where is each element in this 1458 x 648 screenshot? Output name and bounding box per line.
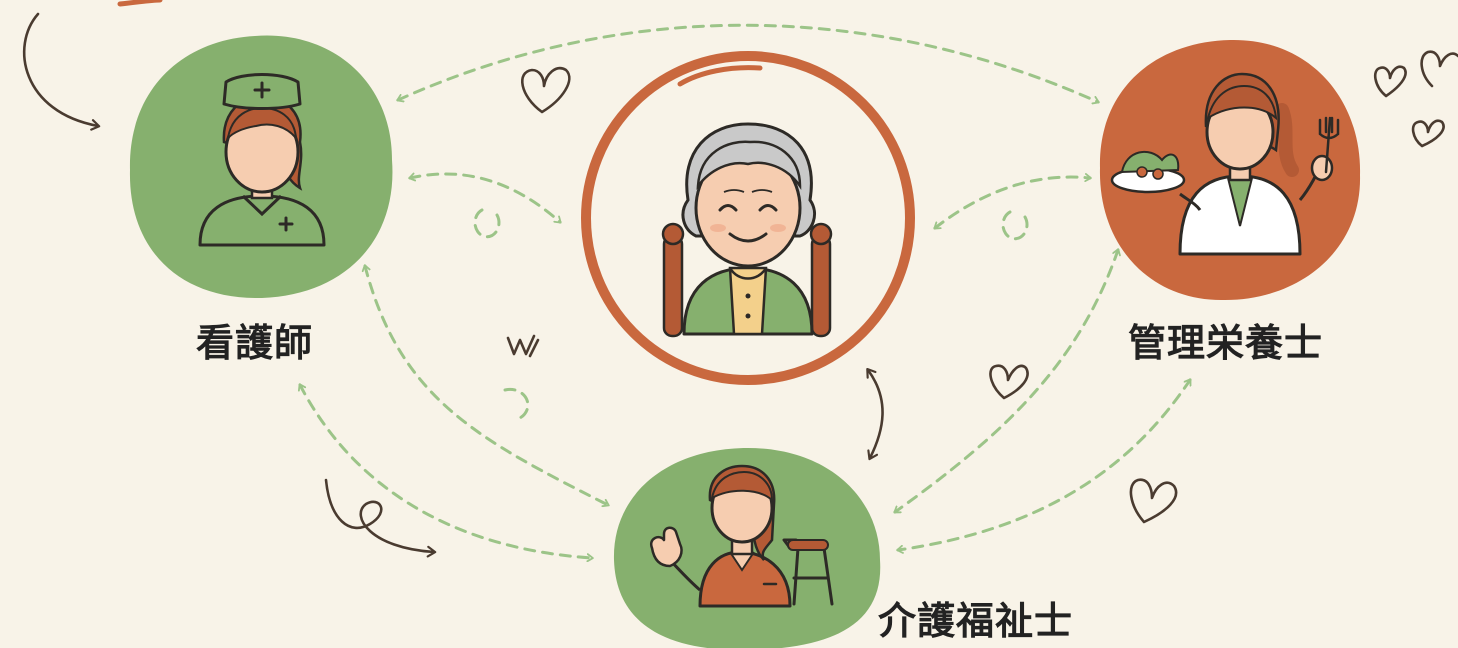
sparkle-icon	[506, 334, 540, 358]
elderly-node	[581, 51, 915, 385]
connector-arrows	[297, 23, 1192, 563]
arrow-dietitian-elder	[933, 173, 1092, 230]
nurse-node	[129, 35, 393, 299]
heart-icon	[1129, 478, 1178, 524]
care-worker-node	[613, 448, 881, 648]
care-worker-icon	[649, 464, 834, 608]
dietitian-node	[1099, 39, 1361, 301]
heart-icon	[989, 364, 1029, 400]
heart-icon	[1373, 65, 1407, 98]
nurse-icon	[198, 73, 326, 247]
arrow-dietitian-careworker-inner	[893, 248, 1121, 514]
arrow-dietitian-elder-loop	[1001, 210, 1029, 241]
arrow-nurse-careworker-inner	[361, 264, 610, 508]
arrow-nurse-elder-loop	[473, 208, 501, 239]
heart-icon	[521, 66, 571, 114]
doodles	[23, 12, 1458, 558]
double-arrow-icon	[866, 367, 884, 461]
elderly-person-icon	[661, 122, 833, 338]
curved-arrow-icon	[23, 12, 101, 131]
arrow-nurse-elder	[408, 172, 562, 224]
nurse-label: 看護師	[196, 321, 314, 365]
swirl-arrow-icon	[324, 478, 437, 558]
elderly-circle	[581, 51, 915, 385]
dietitian-label: 管理栄養士	[1128, 321, 1324, 365]
top-accent-stroke	[117, 0, 163, 7]
care-worker-label: 介護福祉士	[878, 599, 1074, 643]
dietitian-icon	[1110, 72, 1340, 256]
arrow-nurse-dietitian	[396, 23, 1100, 105]
arrow-inner-loop	[503, 387, 530, 422]
arrow-nurse-careworker-outer	[297, 383, 594, 563]
heart-icon	[1420, 50, 1458, 88]
arrow-dietitian-careworker-outer	[896, 378, 1192, 554]
heart-icon	[1411, 119, 1445, 148]
